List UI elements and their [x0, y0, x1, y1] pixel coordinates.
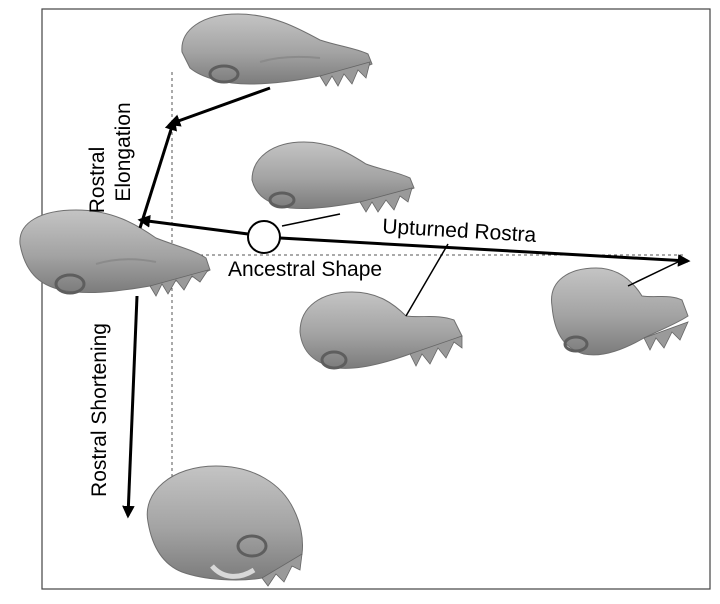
label-upturned-rostra: Upturned Rostra: [382, 215, 537, 247]
arrow-rostral-elongation: [138, 117, 177, 229]
connector-to-intermediate-elongated: [281, 213, 341, 227]
connector-to-intermediate-upturned: [405, 243, 449, 317]
ancestral-shape-node: [247, 220, 281, 254]
arrows: [122, 86, 691, 519]
elongated-rostrum-skull: [181, 13, 373, 87]
label-rostral-shortening: Rostral Shortening: [88, 323, 111, 497]
arrow-upturned-rostra: [279, 236, 691, 267]
frame-border: [41, 8, 711, 590]
connector-lines: [281, 213, 681, 317]
intermediate-elongated-skull: [251, 141, 415, 213]
label-rostral-elongation-line1: Rostral: [86, 147, 109, 214]
arrow-to-left-skull: [137, 215, 249, 236]
label-ancestral-shape: Ancestral Shape: [228, 258, 382, 281]
intermediate-upturned-skull: [299, 291, 463, 370]
upturned-rostra-skull: [551, 267, 689, 356]
ancestral-shape-skull: [19, 209, 211, 297]
arrow-rostral-shortening: [122, 295, 139, 519]
arrow-to-elongation-corner: [167, 86, 271, 127]
label-rostral-elongation-line2: Elongation: [112, 102, 135, 201]
connector-to-upturned-skull: [627, 260, 681, 287]
shortened-rostrum-skull: [146, 465, 303, 587]
